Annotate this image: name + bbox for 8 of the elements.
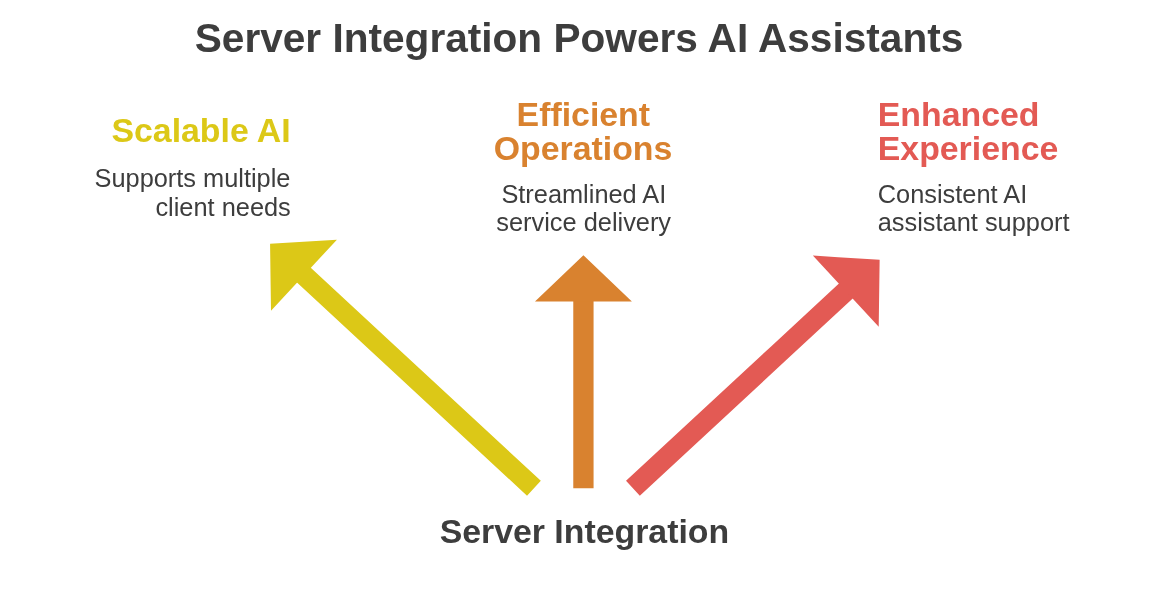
arrow	[625, 255, 880, 496]
arrow	[534, 255, 632, 489]
node-text: Enhanced Experience Consistent AI assistant support	[877, 95, 1069, 237]
arrow	[269, 239, 541, 496]
node-text: Server Integration	[439, 511, 729, 550]
diagram-title: Server Integration Powers AI Assistants	[194, 15, 963, 62]
node-text: Scalable AI Supports multiple client needs	[94, 110, 291, 222]
node-text: Efficient Operations Streamlined AI service delivery	[493, 95, 672, 237]
